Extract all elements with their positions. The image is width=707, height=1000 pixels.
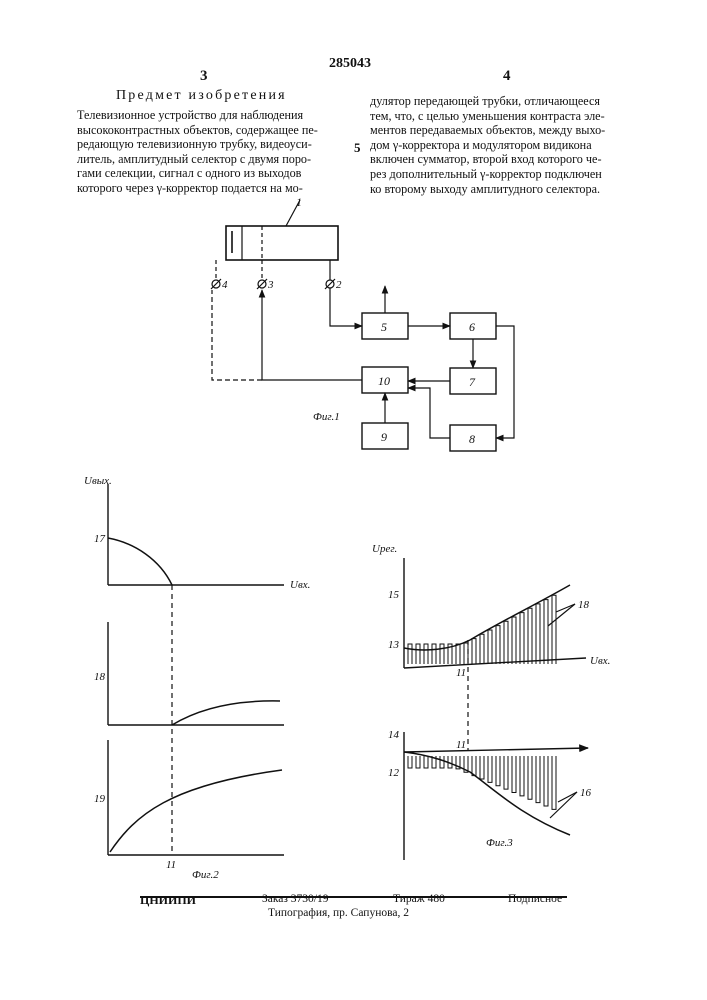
block-label: 7 (469, 375, 476, 389)
curve-label: 18 (94, 671, 106, 683)
block-label: 5 (381, 320, 387, 334)
block-label: 10 (378, 374, 390, 388)
y-axis-label: Uрег. (372, 543, 397, 555)
curve-18 (172, 701, 280, 725)
envelope-lower (404, 752, 570, 835)
footer-print-run: Тираж 480 (393, 893, 445, 905)
footer-rule (140, 896, 567, 898)
figure-1-block-diagram: 1 4 3 2 5 6 7 (211, 195, 514, 451)
x-axis (404, 748, 588, 752)
footer-order: Заказ 3730/19 (262, 893, 329, 905)
block-10: 10 (362, 367, 408, 393)
block-6: 6 (450, 313, 496, 339)
footer-subscription: Подписное (508, 893, 562, 905)
footer-printing-house: Типография, пр. Сапунова, 2 (268, 907, 409, 919)
pulse-leader (550, 792, 577, 818)
figure-3-graphs: Uрег. Uвх. 15 13 11 18 14 12 11 16 Фиг.3 (372, 543, 610, 860)
terminal-2: 2 (325, 279, 342, 291)
footer-organization: ЦНИИПИ (140, 893, 196, 908)
block-8: 8 (450, 425, 496, 451)
level-label: 13 (388, 639, 400, 651)
y-axis-label: Uвых. (84, 475, 112, 487)
camera-tube: 1 (226, 195, 338, 260)
curve-19 (110, 770, 282, 852)
terminal-label: 3 (267, 279, 274, 291)
curve-label: 19 (94, 793, 106, 805)
figure-1-caption: Фиг.1 (313, 411, 340, 423)
terminal-3: 3 (257, 279, 274, 291)
curve-17 (108, 538, 172, 585)
pulse-label: 16 (580, 787, 592, 799)
level-label: 12 (388, 767, 400, 779)
x-axis-label: Uвх. (590, 655, 610, 667)
threshold-label: 11 (166, 859, 176, 871)
tube-label: 1 (296, 195, 302, 209)
terminal-label: 2 (336, 279, 342, 291)
terminal-4: 4 (211, 279, 228, 291)
block-label: 9 (381, 430, 387, 444)
x-axis (404, 658, 586, 668)
terminal-label: 4 (222, 279, 228, 291)
level-label: 11 (456, 739, 466, 751)
level-label: 14 (388, 729, 400, 741)
envelope-upper (404, 585, 570, 650)
block-9: 9 (362, 423, 408, 449)
block-7: 7 (450, 368, 496, 394)
level-label: 11 (456, 667, 466, 679)
figure-2-graphs: Uвых. Uвх. 17 18 19 11 Фиг.2 (84, 475, 310, 881)
curve-label: 17 (94, 533, 106, 545)
x-axis-label: Uвх. (290, 579, 310, 591)
figure-3-caption: Фиг.3 (486, 837, 513, 849)
block-label: 8 (469, 432, 475, 446)
figure-2-caption: Фиг.2 (192, 869, 219, 881)
level-label: 15 (388, 589, 400, 601)
block-5: 5 (362, 313, 408, 339)
signal-connections (212, 286, 514, 438)
pulse-leader (556, 604, 575, 612)
block-label: 6 (469, 320, 475, 334)
pulse-train-lower (408, 756, 556, 809)
pulse-label: 18 (578, 599, 590, 611)
